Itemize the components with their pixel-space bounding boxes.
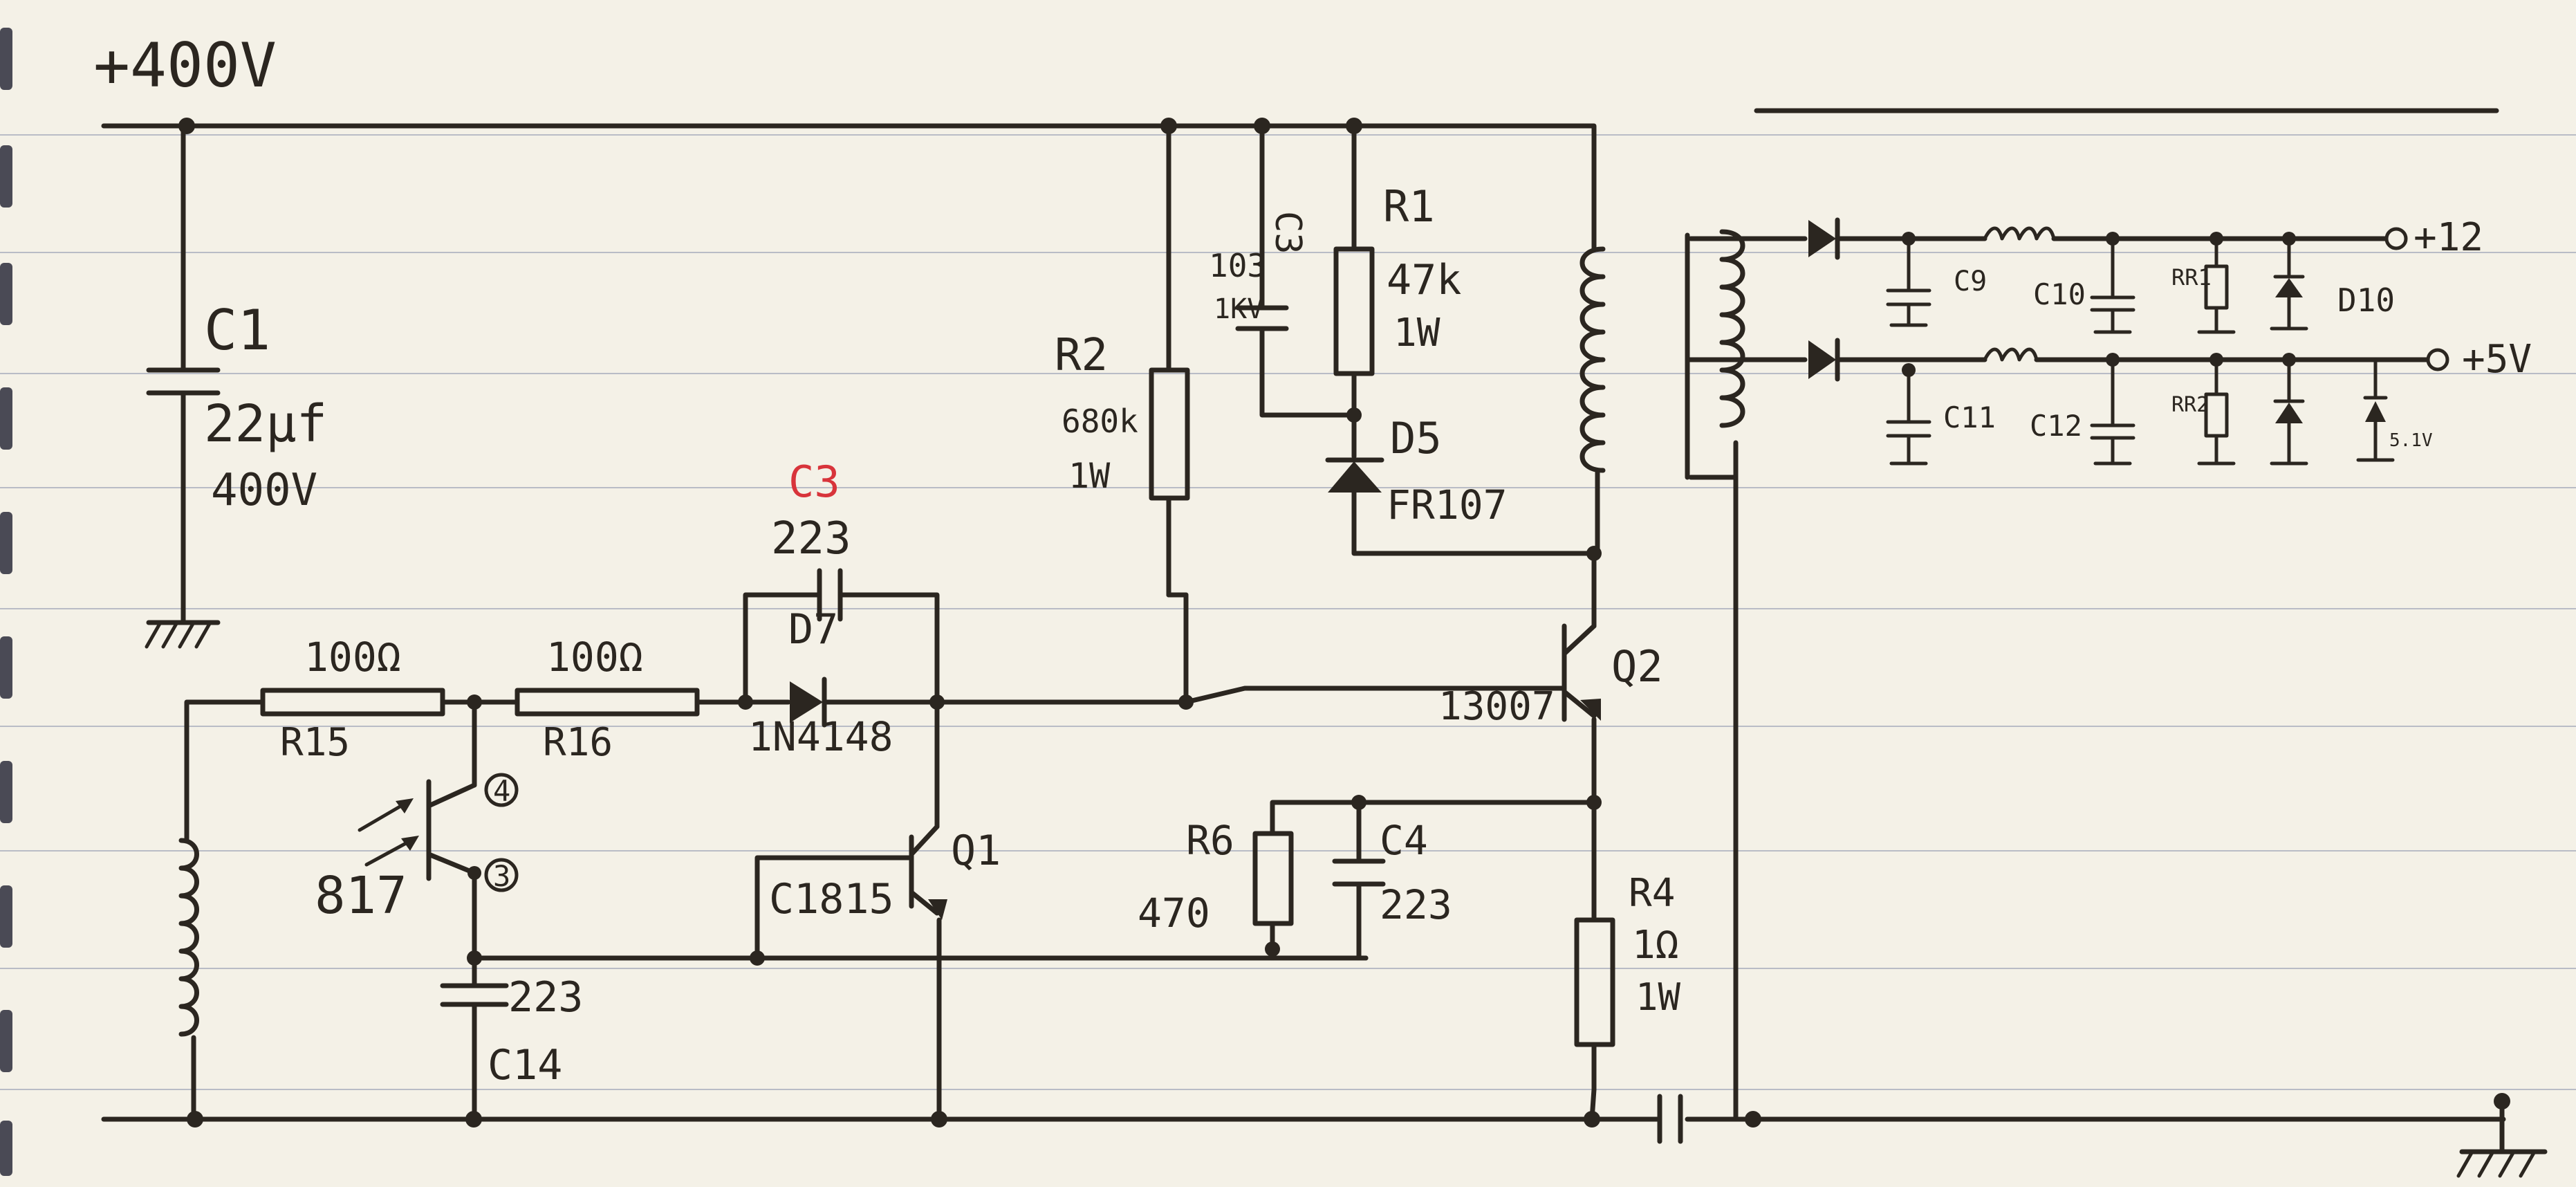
c4-name: C4 [1380,817,1428,864]
zener-note: 5.1V [2389,430,2433,451]
feedback-chain: 100Ω R15 100Ω R16 [178,634,746,1122]
diode-d7-and-c3: C3 223 D7 1N4148 [738,457,1194,760]
capacitor-c14: 223 C14 [440,955,583,1122]
snubber-c-name: C3 [1267,211,1308,255]
capacitor-c1: C1 22μf 400V [145,123,327,649]
q2-part: 13007 [1438,684,1555,729]
r4-name: R4 [1629,871,1675,916]
transistor-q2: Q2 13007 [1183,623,1663,805]
c10-label: C10 [2033,277,2086,311]
rr1-label: RR1 [2171,264,2212,291]
r16-value: 100Ω [546,634,643,681]
q1-part: C1815 [769,875,894,923]
snubber-c-rating: 1KV [1214,293,1263,325]
resistor-r4: R4 1Ω 1W [1574,800,1681,1122]
rail-400v-label: +400V [93,30,277,101]
r4-value: 1Ω [1632,923,1678,968]
transformer-secondary [1685,229,1808,480]
top-rail: +400V [93,30,2499,134]
output-12v: C9 C10 RR1 D10 +12 [1808,215,2483,334]
c12-label: C12 [2030,409,2082,443]
d7-part: 1N4148 [748,713,893,760]
q1-name: Q1 [951,827,1001,875]
y-capacitor [1657,440,1739,1144]
r15-value: 100Ω [304,634,401,681]
c3-value: 223 [771,513,851,564]
c3-tag: C3 [788,457,840,507]
out5-label: +5V [2462,337,2532,382]
r1-rating: 1W [1393,311,1440,356]
opto-pin4: 4 [493,774,510,808]
out12-label: +12 [2413,215,2483,260]
r6-c4-network: R6 470 C4 223 [1138,795,1602,961]
c14-name: C14 [488,1041,562,1089]
r1-value: 47k [1387,256,1461,304]
d5-part: FR107 [1387,481,1508,528]
transistor-q1: C1815 Q1 [754,699,1001,1122]
c1-value: 22μf [204,394,327,454]
r15-name: R15 [280,720,350,765]
r2-name: R2 [1055,330,1108,381]
c1-rating: 400V [211,465,317,516]
optocoupler-817: 4 3 817 [315,699,519,966]
c14-value: 223 [508,973,583,1022]
rr2-label: RR2 [2171,393,2209,417]
r2-value: 680k [1062,403,1138,440]
resistor-r2: R2 680k 1W [1055,123,1190,705]
q2-name: Q2 [1611,641,1663,692]
transformer-primary [1579,123,1606,629]
c9-label: C9 [1954,266,1987,297]
opto-pin3: 3 [493,859,510,893]
opto-emitter-line [472,941,1369,966]
r6-value: 470 [1138,890,1210,937]
bottom-rail [101,1093,2548,1178]
spiral-binding [0,28,12,1176]
r1-name: R1 [1383,181,1435,232]
d5-name: D5 [1390,413,1442,463]
opto-part: 817 [315,866,407,926]
r6-name: R6 [1186,817,1234,864]
c11-label: C11 [1943,401,1996,434]
r16-name: R16 [543,720,613,765]
c1-name: C1 [204,298,270,362]
r2-rating: 1W [1068,456,1111,496]
c4-value: 223 [1380,881,1452,928]
snubber-network: C3 103 1KV R1 47k 1W D5 FR107 [1209,123,1602,561]
d7-name: D7 [788,605,838,654]
d10-label: D10 [2337,282,2395,319]
output-5v: C11 C12 RR2 5.1V +5V [1808,337,2532,466]
r4-rating: 1W [1636,975,1681,1019]
snubber-c-value: 103 [1209,247,1266,284]
